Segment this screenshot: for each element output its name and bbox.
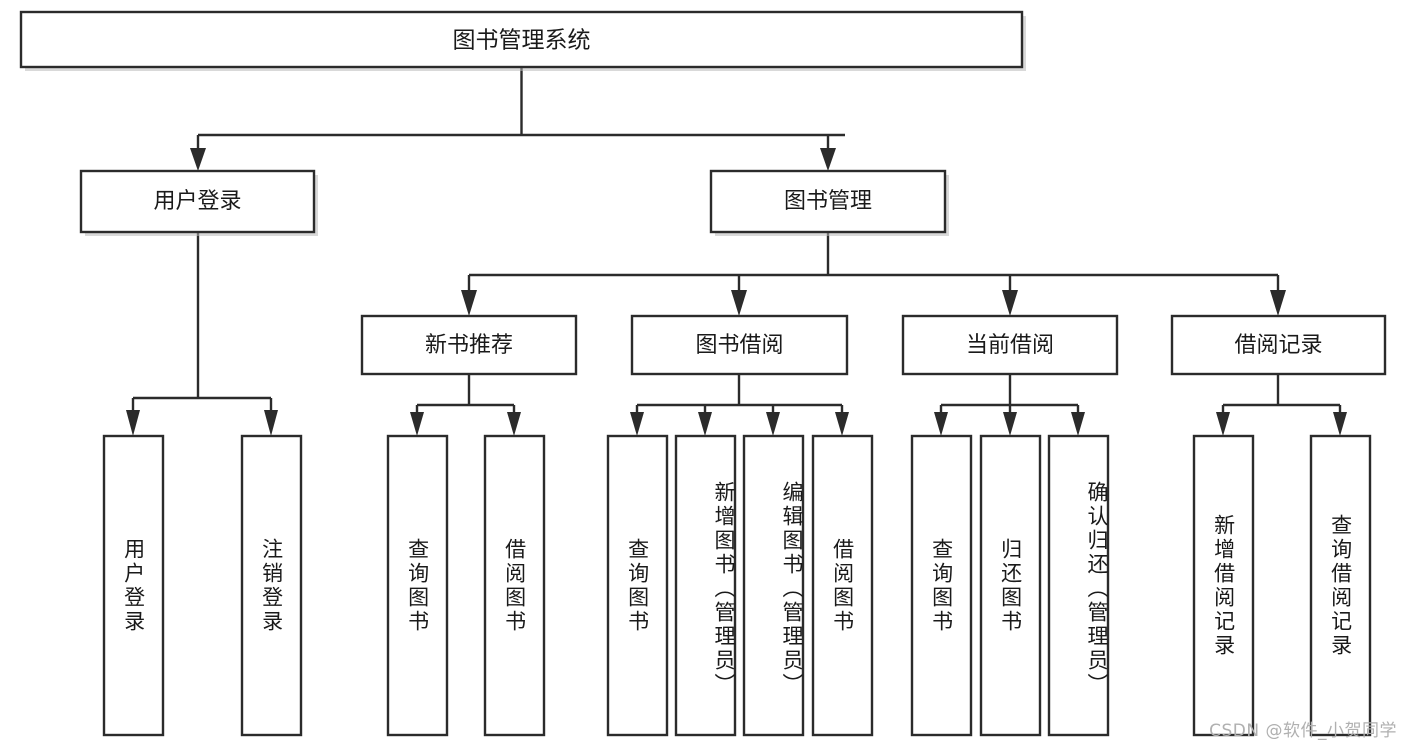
leaf-box-return-book[interactable]	[979, 434, 1042, 737]
node-new-book-recommend[interactable]: 新书推荐	[360, 314, 578, 376]
leaf-box-query-book-1[interactable]	[386, 434, 449, 737]
arrow-head-current-leaf-2	[1003, 412, 1017, 436]
connector-group	[126, 67, 1347, 436]
leaf-box-add-book-admin[interactable]	[674, 434, 737, 737]
node-user-login-box	[79, 169, 316, 234]
node-borrow-record-box	[1170, 314, 1387, 376]
node-current-borrow-label: 当前借阅	[966, 333, 1054, 358]
leaf-box-confirm-return-admin[interactable]	[1047, 434, 1110, 737]
node-user-login-label: 用户登录	[153, 189, 241, 214]
leaf-box-borrow-book-2[interactable]	[811, 434, 874, 737]
arrow-head-record-leaf-1	[1216, 412, 1230, 436]
node-book-borrow[interactable]: 图书借阅	[630, 314, 849, 376]
arrow-head-leaf-logout	[264, 410, 278, 436]
node-root-box	[19, 10, 1024, 69]
node-book-management-label: 图书管理	[784, 189, 872, 214]
arrow-head-new-book-rec	[461, 290, 477, 316]
node-new-book-recommend-label: 新书推荐	[425, 333, 513, 358]
arrow-head-borrow-leaf-1	[630, 412, 644, 436]
arrow-head-record-leaf-2	[1333, 412, 1347, 436]
leaf-box-logout[interactable]	[240, 434, 303, 737]
arrow-head-borrow-leaf-3	[766, 412, 780, 436]
node-root[interactable]: 图书管理系统	[19, 10, 1026, 71]
node-current-borrow-box	[901, 314, 1119, 376]
arrow-head-borrow-record	[1270, 290, 1286, 316]
leaf-box-query-borrow-record[interactable]	[1309, 434, 1372, 737]
node-user-login[interactable]: 用户登录	[79, 169, 318, 236]
node-borrow-record-label: 借阅记录	[1234, 333, 1322, 358]
node-book-management[interactable]: 图书管理	[709, 169, 949, 236]
leaf-box-query-book-3[interactable]	[910, 434, 973, 737]
arrow-head-book-borrow	[731, 290, 747, 316]
arrow-head-borrow-leaf-4	[835, 412, 849, 436]
node-new-book-recommend-box	[360, 314, 578, 376]
node-book-borrow-box	[630, 314, 849, 376]
leaf-box-edit-book-admin[interactable]	[742, 434, 805, 737]
arrow-head-current-borrow	[1002, 290, 1018, 316]
leaf-box-borrow-book-1[interactable]	[483, 434, 546, 737]
arrow-head-leaf-user-login	[126, 410, 140, 436]
arrow-head-current-leaf-1	[934, 412, 948, 436]
csdn-watermark: CSDN @软件_小贺同学	[1209, 721, 1397, 741]
arrow-head-current-leaf-3	[1071, 412, 1085, 436]
leaf-boxes	[102, 434, 1372, 737]
arrow-head-user-login	[190, 148, 206, 171]
arrow-head-newbook-leaf-1	[410, 412, 424, 436]
leaf-box-query-book-2[interactable]	[606, 434, 669, 737]
leaf-box-add-borrow-record[interactable]	[1192, 434, 1255, 737]
leaf-box-user-login[interactable]	[102, 434, 165, 737]
node-book-management-box	[709, 169, 947, 234]
node-current-borrow[interactable]: 当前借阅	[901, 314, 1119, 376]
arrow-head-book-mgmt	[820, 148, 836, 171]
arrow-head-borrow-leaf-2	[698, 412, 712, 436]
arrow-head-newbook-leaf-2	[507, 412, 521, 436]
node-borrow-record[interactable]: 借阅记录	[1170, 314, 1387, 376]
node-book-borrow-label: 图书借阅	[695, 333, 783, 358]
node-root-label: 图书管理系统	[453, 28, 591, 54]
